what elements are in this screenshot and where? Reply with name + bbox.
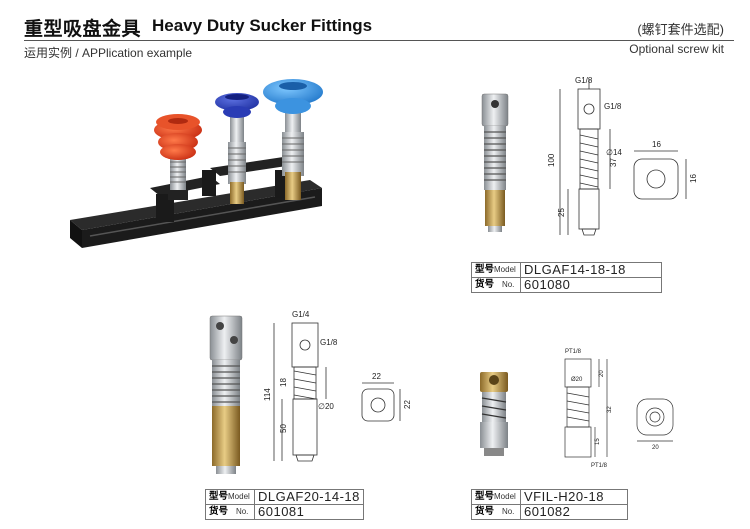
product-3-item-no: 601082 (520, 504, 628, 520)
dim-small: Ø20 (571, 377, 583, 383)
dim-spring: 18 (279, 378, 288, 387)
dim-d1: 20 (599, 370, 605, 377)
dim-pt-top: PT1/8 (565, 349, 582, 355)
dim-tip: 25 (557, 208, 566, 217)
product-2-photo (209, 315, 243, 474)
product-3-photo (480, 372, 508, 456)
dim-g-top: G1/4 (292, 310, 310, 319)
dim-hex-width: 16 (652, 140, 661, 149)
subtitle-chinese: (螺钉套件选配) (637, 22, 724, 37)
product-1-model: DLGAF14-18-18 (520, 262, 662, 278)
dim-length: 114 (263, 388, 272, 401)
dim-g-side: G1/8 (604, 102, 622, 111)
dim-hex-width: 22 (372, 372, 381, 381)
product-2-model: DLGAF20-14-18 (254, 489, 364, 505)
fitting-light-blue-sucker (263, 79, 323, 200)
dim-hex-height: 22 (403, 400, 412, 409)
title-english: Heavy Duty Sucker Fittings (152, 16, 373, 35)
dim-hex-width: 20 (652, 445, 659, 451)
product-3-model-row: 型号Model VFIL-H20-18 (471, 489, 628, 505)
product-1-technical-drawing: G1/8 G1/8 100 37 ∅14 25 16 16 (547, 76, 698, 236)
product-2-item-row: 货号 No. 601081 (205, 504, 364, 520)
header-divider (24, 40, 734, 41)
dim-d2: 32 (607, 406, 613, 413)
product-1-item-no: 601080 (520, 277, 662, 293)
dim-tip: 50 (279, 424, 288, 433)
product-1-item-row: 货号 No. 601080 (471, 277, 662, 293)
optional-screw-kit-label: Optional screw kit (629, 42, 724, 56)
application-example-label: 运用实例 / APPlication example (24, 46, 193, 60)
product-3-spec-table: 型号Model VFIL-H20-18 货号 No. 601082 (471, 489, 628, 520)
product-3-technical-drawing: PT1/8 PT1/8 Ø20 20 32 15 20 (564, 349, 674, 469)
product-1-photo (481, 93, 509, 232)
title-chinese: 重型吸盘金具 (24, 19, 142, 40)
product-2-end-view (361, 382, 401, 422)
product-1-end-view (633, 150, 687, 200)
product-1-model-row: 型号Model DLGAF14-18-18 (471, 262, 662, 278)
dim-spring: 37 (609, 158, 618, 167)
aluminium-rail (70, 180, 322, 248)
dim-diameter: ∅14 (606, 148, 622, 157)
application-example-illustration (70, 79, 323, 248)
fitting-red-sucker (154, 114, 202, 200)
product-2-model-row: 型号Model DLGAF20-14-18 (205, 489, 364, 505)
product-3-item-row: 货号 No. 601082 (471, 504, 628, 520)
dim-pt-bottom: PT1/8 (591, 463, 608, 469)
product-1-spec-table: 型号Model DLGAF14-18-18 货号 No. 601080 (471, 262, 662, 293)
product-3-model: VFIL-H20-18 (520, 489, 628, 505)
dim-diameter: ∅20 (318, 402, 334, 411)
product-3-end-view (636, 398, 674, 442)
dim-g-top: G1/8 (575, 76, 593, 85)
fitting-dark-blue-sucker (215, 93, 259, 204)
product-2-item-no: 601081 (254, 504, 364, 520)
dim-length: 100 (547, 153, 556, 167)
dim-hex-height: 16 (689, 174, 698, 183)
product-2-spec-table: 型号Model DLGAF20-14-18 货号 No. 601081 (205, 489, 364, 520)
product-2-technical-drawing: G1/4 G1/8 114 18 ∅20 50 22 22 (263, 310, 412, 462)
dim-g-side: G1/8 (320, 338, 338, 347)
dim-d3: 15 (595, 438, 601, 445)
